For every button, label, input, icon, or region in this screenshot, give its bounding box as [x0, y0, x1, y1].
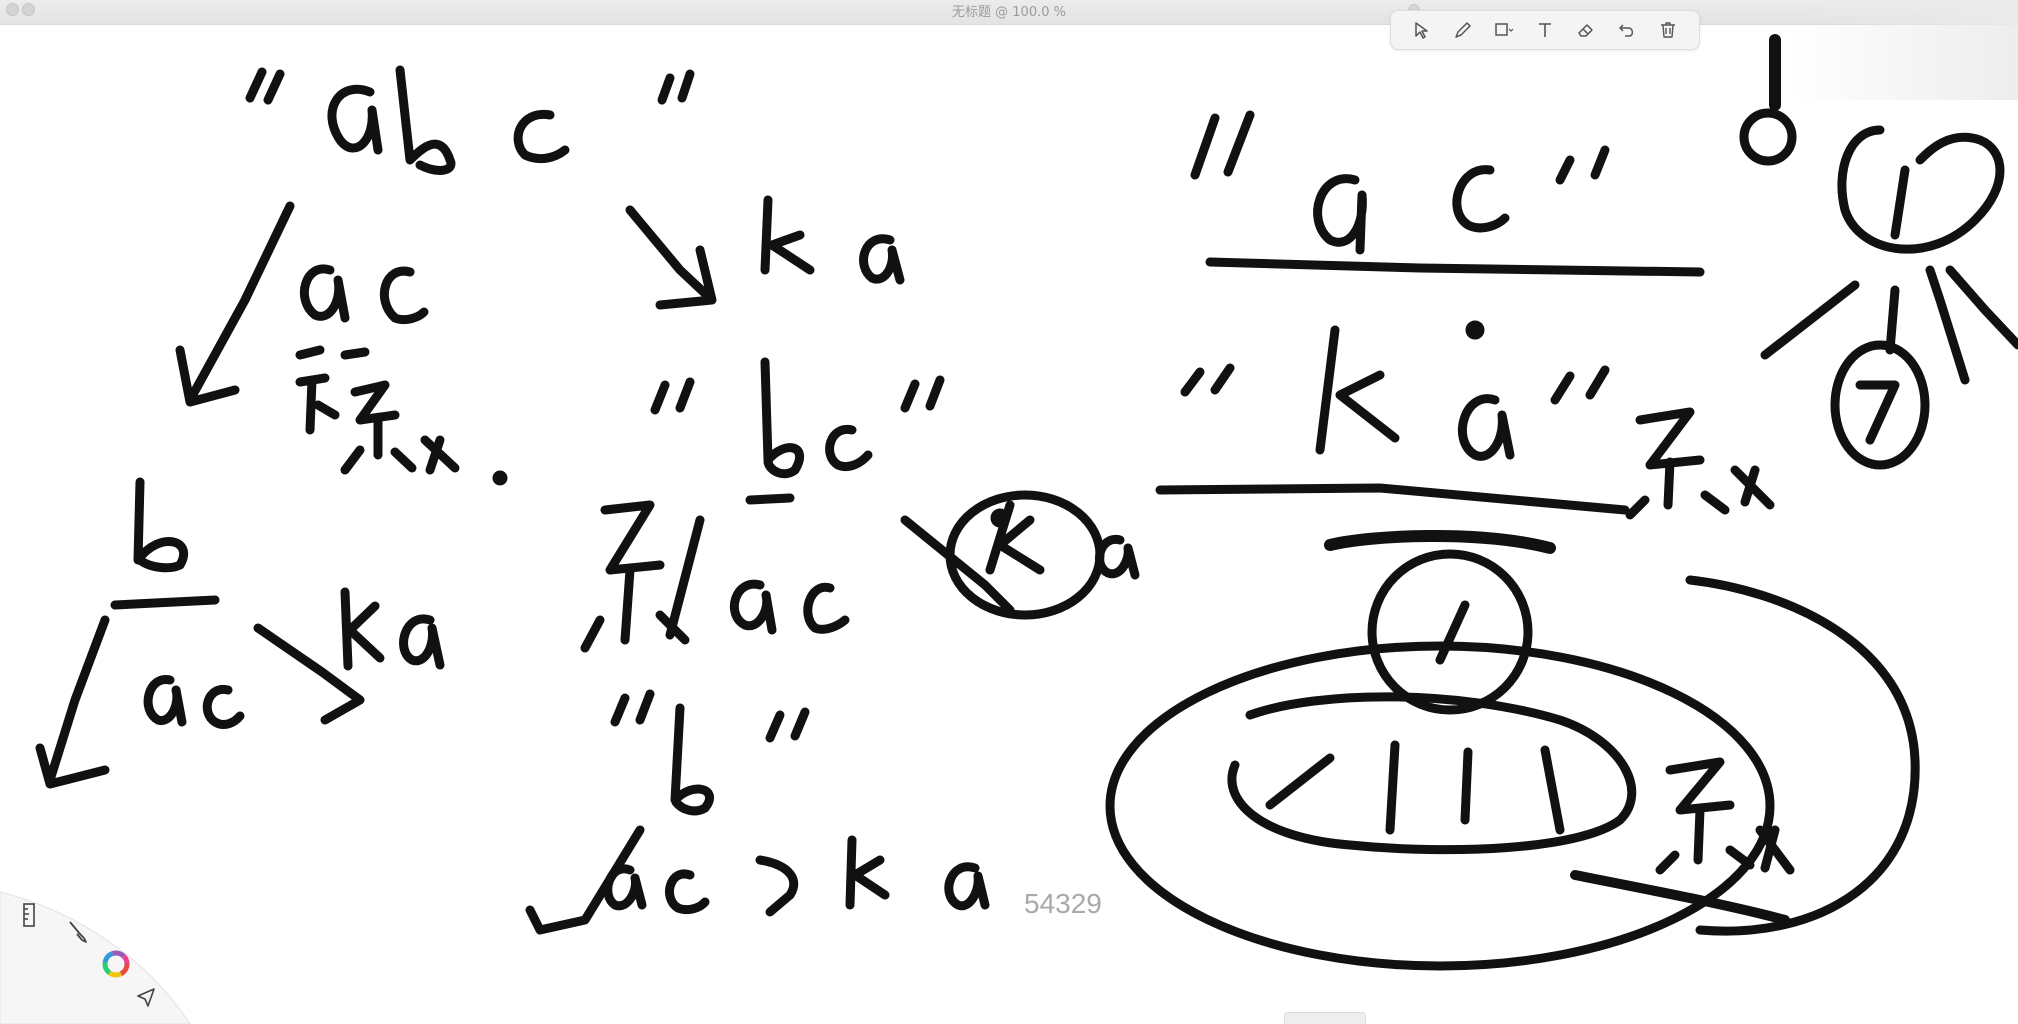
square-dropdown-icon	[1495, 23, 1514, 36]
bottom-tab-handle[interactable]	[1284, 1012, 1366, 1024]
delete-tool[interactable]	[1653, 15, 1683, 45]
text-tool[interactable]	[1530, 15, 1560, 45]
color-wheel-icon	[102, 950, 130, 978]
color-picker[interactable]	[96, 944, 136, 984]
page-counter: 54329	[1024, 888, 1102, 919]
window-title: 无标题 @ 100.0 %	[952, 5, 1066, 20]
pen-icon	[1454, 22, 1471, 38]
arrow-pointer-icon	[1414, 22, 1428, 39]
trash-icon	[1661, 22, 1676, 38]
close-window-button[interactable]	[6, 3, 19, 16]
pen-tool[interactable]	[1448, 15, 1478, 45]
drawing-canvas[interactable]	[0, 24, 2018, 1024]
side-panel-shade	[1790, 0, 2018, 100]
shape-tool[interactable]	[1489, 15, 1519, 45]
pointer-icon	[137, 988, 155, 1007]
eraser-icon	[1578, 24, 1593, 37]
text-icon	[1538, 23, 1551, 37]
tool-palette	[0, 872, 200, 1024]
select-tool[interactable]	[1407, 15, 1437, 45]
title-bar: 无标题 @ 100.0 %	[0, 0, 2018, 25]
brush-tool[interactable]	[58, 912, 98, 952]
ink-strokes	[35, 34, 2018, 971]
ruler-tool[interactable]	[10, 894, 50, 934]
drawing-toolbar	[1390, 10, 1700, 50]
palette-arc	[0, 891, 191, 1024]
pointer-tool[interactable]	[126, 978, 166, 1018]
eraser-tool[interactable]	[1571, 15, 1601, 45]
ruler-icon	[23, 903, 35, 927]
brush-icon	[69, 921, 87, 943]
minimize-window-button[interactable]	[22, 3, 35, 16]
undo-icon	[1619, 24, 1634, 37]
undo-tool[interactable]	[1612, 15, 1642, 45]
